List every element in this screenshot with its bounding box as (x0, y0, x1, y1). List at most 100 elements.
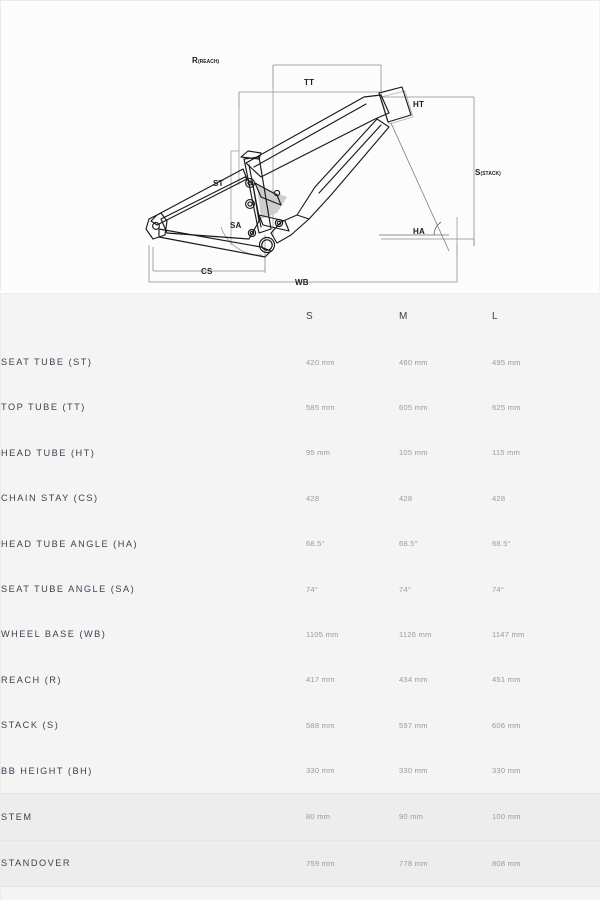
table-row: SEAT TUBE ANGLE (SA) 74° 74° 74° (1, 566, 600, 611)
row-value-s: 95 mm (306, 448, 331, 458)
row-spacer (585, 521, 600, 566)
geometry-table-header-row: S M L (1, 294, 600, 339)
row-value-l: 115 mm (492, 448, 521, 458)
row-label: TOP TUBE (TT) (1, 402, 86, 413)
row-label: HEAD TUBE ANGLE (HA) (1, 538, 139, 549)
geometry-table-body: SEAT TUBE (ST) 420 mm 460 mm 495 mm TOP TUBE… (1, 339, 600, 888)
row-label: STANDOVER (1, 839, 306, 888)
row-spacer (585, 839, 600, 888)
row-value-l: 606 mm (492, 720, 521, 730)
diagram-label-reach: R(REACH) (192, 57, 219, 65)
table-row: HEAD TUBE (HT) 95 mm 105 mm 115 mm (1, 430, 600, 475)
diagram-label-top-tube: TT (304, 78, 315, 87)
row-label: CHAIN STAY (CS) (1, 493, 99, 504)
row-value-m: 74° (399, 584, 412, 594)
row-label: WHEEL BASE (WB) (1, 629, 107, 640)
row-value-l: 625 mm (492, 402, 521, 412)
row-value-m: 434 mm (399, 675, 428, 685)
row-value-l: 451 mm (492, 675, 521, 685)
row-label: BB HEIGHT (BH) (1, 765, 93, 776)
row-spacer (585, 385, 600, 430)
diagram-label-stack-sub: (STACK) (480, 171, 501, 177)
row-value-s: 68.5° (306, 539, 325, 549)
diagram-label-stack: S(STACK) (475, 169, 501, 177)
row-value-l: 68.5° (492, 539, 511, 549)
header-size-m: M (399, 311, 408, 323)
row-label: REACH (R) (1, 674, 62, 685)
diagram-label-head-tube: HT (413, 100, 425, 109)
frame-outline (145, 86, 412, 258)
row-value-s: 74° (306, 584, 319, 594)
row-spacer (585, 612, 600, 657)
row-value-s: 80 mm (306, 793, 399, 841)
header-size-l: L (492, 311, 499, 323)
row-value-m: 597 mm (399, 720, 428, 730)
table-row: TOP TUBE (TT) 585 mm 605 mm 625 mm (1, 385, 600, 430)
row-value-m: 428 (399, 493, 413, 503)
row-value-m: 90 mm (399, 793, 492, 841)
row-value-m: 105 mm (399, 448, 428, 458)
table-row: WHEEL BASE (WB) 1105 mm 1126 mm 1147 mm (1, 612, 600, 657)
table-row: HEAD TUBE ANGLE (HA) 68.5° 68.5° 68.5° (1, 521, 600, 566)
row-spacer (585, 657, 600, 702)
row-value-l: 428 (492, 493, 506, 503)
row-spacer (585, 339, 600, 384)
table-row: SEAT TUBE (ST) 420 mm 460 mm 495 mm (1, 339, 600, 384)
row-value-s: 1105 mm (306, 629, 339, 639)
geometry-table-head: S M L (1, 294, 600, 339)
diagram-label-seat-tube-angle: SA (230, 221, 242, 230)
header-label-column (1, 294, 306, 339)
row-value-m: 460 mm (399, 357, 428, 367)
row-value-m: 330 mm (399, 766, 428, 776)
row-value-s: 588 mm (306, 720, 335, 730)
row-spacer (585, 703, 600, 748)
diagram-label-chain-stay: CS (201, 267, 213, 276)
header-size-s: S (306, 311, 314, 323)
row-label: HEAD TUBE (HT) (1, 447, 96, 458)
row-value-l: 100 mm (492, 793, 585, 841)
row-spacer (585, 430, 600, 475)
row-value-s: 420 mm (306, 357, 335, 367)
row-label: STACK (S) (1, 720, 60, 731)
row-spacer (585, 566, 600, 611)
row-label: SEAT TUBE (ST) (1, 357, 93, 368)
row-label: SEAT TUBE ANGLE (SA) (1, 584, 136, 595)
row-value-l: 330 mm (492, 766, 521, 776)
row-value-l: 808 mm (492, 839, 585, 888)
row-spacer (585, 793, 600, 841)
table-row: REACH (R) 417 mm 434 mm 451 mm (1, 657, 600, 702)
row-spacer (585, 476, 600, 521)
row-value-s: 759 mm (306, 839, 399, 888)
diagram-label-reach-text: R (192, 56, 198, 65)
row-value-l: 74° (492, 584, 505, 594)
row-value-s: 585 mm (306, 402, 335, 412)
bike-frame-diagram (145, 64, 475, 283)
row-value-l: 1147 mm (492, 629, 525, 639)
diagram-label-seat-tube: ST (213, 179, 224, 188)
geometry-table-panel: S M L SEAT TUBE (ST) 420 mm 460 mm 495 mm TO… (0, 293, 600, 900)
row-value-m: 778 mm (399, 839, 492, 888)
diagram-label-head-tube-angle: HA (413, 227, 425, 236)
frame-diagram-canvas: R(REACH) TT HT S(STACK) ST SA HA CS WB (9, 7, 593, 286)
table-row: BB HEIGHT (BH) 330 mm 330 mm 330 mm (1, 748, 600, 794)
row-value-s: 330 mm (306, 766, 335, 776)
geometry-table: S M L SEAT TUBE (ST) 420 mm 460 mm 495 mm TO… (1, 294, 600, 888)
header-spacer (585, 294, 600, 339)
row-value-s: 428 (306, 493, 320, 503)
row-spacer (585, 748, 600, 794)
row-value-m: 605 mm (399, 402, 428, 412)
row-value-l: 495 mm (492, 357, 521, 367)
dimension-lines (148, 64, 475, 283)
frame-diagram-panel: R(REACH) TT HT S(STACK) ST SA HA CS WB (0, 0, 600, 291)
diagram-label-wheel-base: WB (295, 278, 309, 287)
row-value-s: 417 mm (306, 675, 335, 685)
table-row: CHAIN STAY (CS) 428 428 428 (1, 476, 600, 521)
row-label: STEM (1, 793, 306, 841)
row-value-m: 68.5° (399, 539, 418, 549)
row-value-m: 1126 mm (399, 629, 432, 639)
diagram-label-stack-text: S (475, 168, 481, 177)
diagram-label-reach-sub: (REACH) (197, 59, 220, 65)
